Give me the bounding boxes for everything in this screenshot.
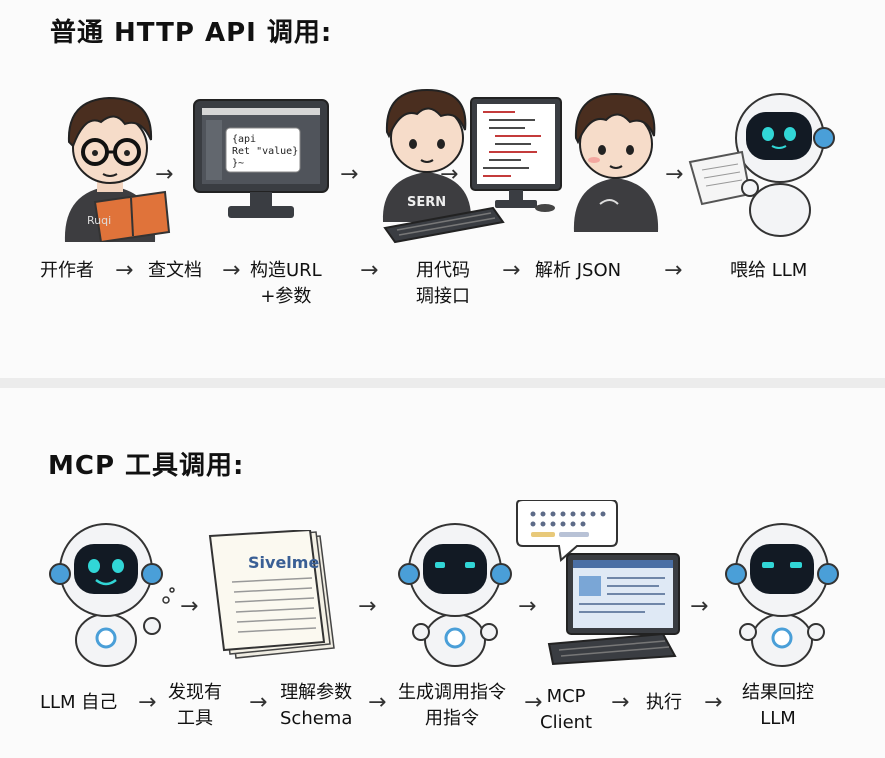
robot-result-icon: [722, 520, 842, 670]
flow-arrow: →: [664, 258, 683, 283]
mcp-section-title: MCP 工具调用:: [48, 451, 245, 481]
flow-arrow: →: [138, 690, 157, 715]
flow-arrow: →: [611, 690, 630, 715]
developer-reading-book-icon: Ruqi: [45, 82, 175, 242]
flow-arrow: →: [518, 594, 537, 619]
flow-arrow: →: [502, 258, 521, 283]
step-label-generate-call: 生成调用指令 用指令: [398, 682, 506, 729]
robot-idle-icon: [395, 520, 515, 670]
flow-arrow: →: [249, 690, 268, 715]
flow-arrow: →: [440, 162, 459, 187]
flow-arrow: →: [115, 258, 134, 283]
schema-document-icon: Sivelme: [208, 530, 348, 670]
svg-text:Ruqi: Ruqi: [87, 214, 111, 227]
http-section-title: 普通 HTTP API 调用:: [50, 18, 333, 48]
developer-monitor-code-icon: [455, 96, 565, 216]
svg-text:Sivelme: Sivelme: [248, 553, 319, 572]
svg-text:Ret "value}: Ret "value}: [232, 146, 298, 157]
developer-typing-icon: SERN: [365, 82, 505, 244]
robot-thinking-icon: [48, 520, 178, 670]
developer-pointing-icon: [560, 84, 668, 232]
step-label-execute: 执行: [646, 692, 682, 713]
step-label-call-api: 用代码 琱接口: [416, 260, 470, 307]
step-label-mcp-client: MCP Client: [540, 686, 593, 733]
robot-reading-paper-icon: [688, 88, 838, 238]
flow-arrow: →: [524, 690, 543, 715]
flow-arrow: →: [180, 594, 199, 619]
flow-arrow: →: [358, 594, 377, 619]
step-label-feed-llm: 喂给 LLM: [730, 260, 808, 281]
step-label-discover-tools: 发现有 工具: [168, 682, 222, 729]
monitor-code-icon: {api Ret "value} }~: [192, 98, 330, 222]
flow-arrow: →: [155, 162, 174, 187]
svg-text:}~: }~: [232, 158, 244, 169]
step-label-build-url: 构造URL +参数: [250, 260, 322, 307]
panel-divider: [0, 378, 885, 388]
step-label-return-llm: 结果回控 LLM: [742, 682, 814, 729]
step-label-check-docs: 查文档: [148, 260, 202, 281]
svg-text:SERN: SERN: [407, 195, 446, 210]
flow-arrow: →: [368, 690, 387, 715]
mcp-client-computer-bubble-icon: [515, 500, 685, 670]
flow-arrow: →: [704, 690, 723, 715]
svg-text:{api: {api: [232, 134, 256, 145]
step-label-understand-schema: 理解参数 Schema: [280, 682, 353, 729]
flow-arrow: →: [690, 594, 709, 619]
step-label-developer: 开作者: [40, 260, 94, 281]
step-label-parse-json: 解析 JSON: [535, 260, 622, 281]
flow-arrow: →: [340, 162, 359, 187]
flow-arrow: →: [665, 162, 684, 187]
flow-arrow: →: [360, 258, 379, 283]
step-label-llm-self: LLM 自己: [40, 692, 118, 713]
flow-arrow: →: [222, 258, 241, 283]
